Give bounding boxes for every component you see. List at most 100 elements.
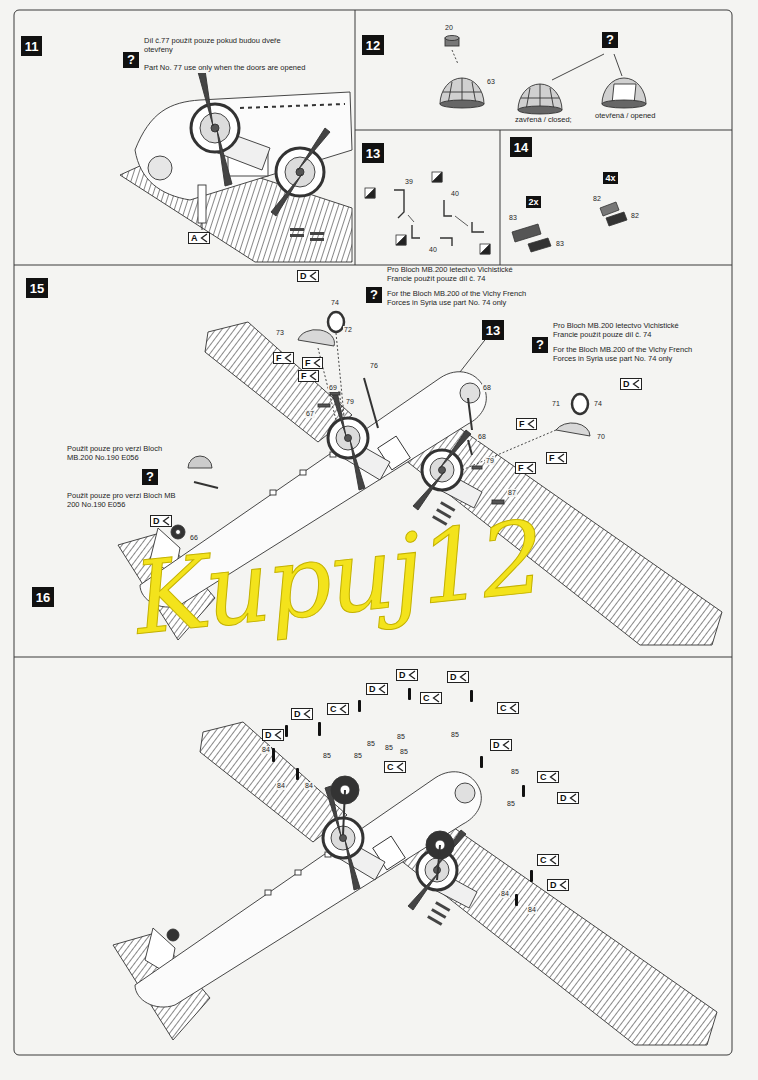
part-number: 20: [444, 24, 454, 32]
part-number: 83: [508, 214, 518, 222]
letter-tag-text: C: [500, 703, 509, 713]
part-number: 69: [328, 384, 338, 392]
question-icon-text: ?: [370, 288, 378, 302]
step-number: 16: [32, 587, 54, 607]
quantity-badge: 4x: [603, 172, 618, 184]
letter-tag-text: D: [153, 516, 162, 526]
step-number: 11: [21, 36, 42, 56]
step-number-text: 13: [366, 146, 380, 161]
part-number: 85: [399, 748, 409, 756]
tag-pointer: [310, 372, 316, 380]
note-text: Použit pouze pro verzi Bloch MB 200 No.1…: [66, 492, 190, 509]
note-text: Pro Bloch MB.200 letectvo Vichistické Fr…: [386, 266, 540, 283]
tag-pointer: [559, 880, 567, 890]
letter-tag: D: [620, 378, 642, 390]
tag-pointer: [528, 420, 534, 428]
part-number: 79: [485, 457, 495, 465]
quantity-badge-text: 2x: [528, 197, 538, 207]
tag-pointer: [408, 670, 416, 680]
part-number: 85: [506, 800, 516, 808]
part-number: 40: [450, 190, 460, 198]
tag-pointer: [163, 517, 169, 525]
step-number-text: 12: [366, 38, 380, 53]
part-number: 76: [369, 362, 379, 370]
tag-pointer: [304, 710, 310, 718]
letter-tag: F: [515, 462, 536, 474]
letter-tag: F: [516, 418, 537, 430]
tag-pointer: [285, 354, 291, 362]
quantity-badge: 2x: [526, 196, 541, 208]
letter-tag-text: C: [330, 704, 339, 714]
tag-pointer: [284, 353, 292, 363]
tag-pointer: [527, 419, 535, 429]
letter-tag-text: F: [549, 453, 557, 463]
letter-tag: F: [302, 357, 323, 369]
tag-pointer: [570, 794, 576, 802]
tag-pointer: [503, 741, 509, 749]
part-number: 84: [261, 746, 271, 754]
letter-tag-text: D: [399, 670, 408, 680]
tag-pointer: [200, 233, 208, 243]
step-number-text: 11: [25, 39, 39, 54]
letter-tag: D: [490, 739, 512, 751]
letter-tag-text: D: [550, 880, 559, 890]
question-icon: ?: [602, 32, 618, 48]
step-number-text: 13: [486, 323, 500, 338]
tag-pointer: [432, 693, 440, 703]
letter-tag-text: C: [540, 772, 549, 782]
letter-tag-text: D: [493, 740, 502, 750]
tag-pointer: [502, 740, 510, 750]
part-number: 63: [486, 78, 496, 86]
letter-tag-text: C: [423, 693, 432, 703]
part-number: 68: [482, 384, 492, 392]
step14-parts: [512, 202, 627, 252]
tag-pointer: [433, 694, 439, 702]
note-text: otevřená / opened: [594, 112, 656, 121]
tag-pointer: [397, 763, 403, 771]
question-icon: ?: [532, 337, 548, 353]
question-icon-text: ?: [536, 338, 544, 352]
aircraft-drawing: [113, 722, 717, 1045]
part-number: 85: [384, 744, 394, 752]
letter-tag-text: F: [519, 419, 527, 429]
letter-tag-text: D: [265, 730, 274, 740]
tag-pointer: [549, 772, 557, 782]
tag-pointer: [569, 793, 577, 803]
part-number: 85: [366, 740, 376, 748]
part-number: 79: [345, 398, 355, 406]
tag-pointer: [339, 704, 347, 714]
tag-pointer: [633, 380, 639, 388]
letter-tag-text: D: [300, 271, 309, 281]
letter-tag-text: C: [540, 855, 549, 865]
letter-tag-text: D: [294, 709, 303, 719]
tag-pointer: [510, 704, 516, 712]
letter-tag-text: D: [560, 793, 569, 803]
step-number-text: 16: [36, 590, 50, 605]
part-number: 39: [404, 178, 414, 186]
question-icon: ?: [142, 469, 158, 485]
letter-tag: F: [273, 352, 294, 364]
part-number: 74: [330, 299, 340, 307]
part-number: 82: [630, 212, 640, 220]
letter-tag-text: F: [301, 371, 309, 381]
tag-pointer: [526, 463, 534, 473]
part-number: 40: [428, 246, 438, 254]
letter-tag-text: F: [518, 463, 526, 473]
part-number: 84: [276, 782, 286, 790]
note-text: For the Bloch MB.200 of the Vichy French…: [552, 346, 710, 363]
part-number: 72: [343, 326, 353, 334]
letter-tag: D: [557, 792, 579, 804]
letter-tag: C: [497, 702, 519, 714]
part-number: 85: [353, 752, 363, 760]
step-number: 13: [482, 320, 504, 340]
tag-pointer: [409, 671, 415, 679]
step13-parts: [365, 172, 490, 254]
tag-pointer: [509, 703, 517, 713]
question-icon-text: ?: [606, 33, 614, 47]
letter-tag: C: [537, 854, 559, 866]
part-number: 70: [596, 433, 606, 441]
note-text: Part No. 77 use only when the doors are …: [143, 64, 306, 73]
part-number: 85: [396, 733, 406, 741]
tag-pointer: [310, 272, 316, 280]
